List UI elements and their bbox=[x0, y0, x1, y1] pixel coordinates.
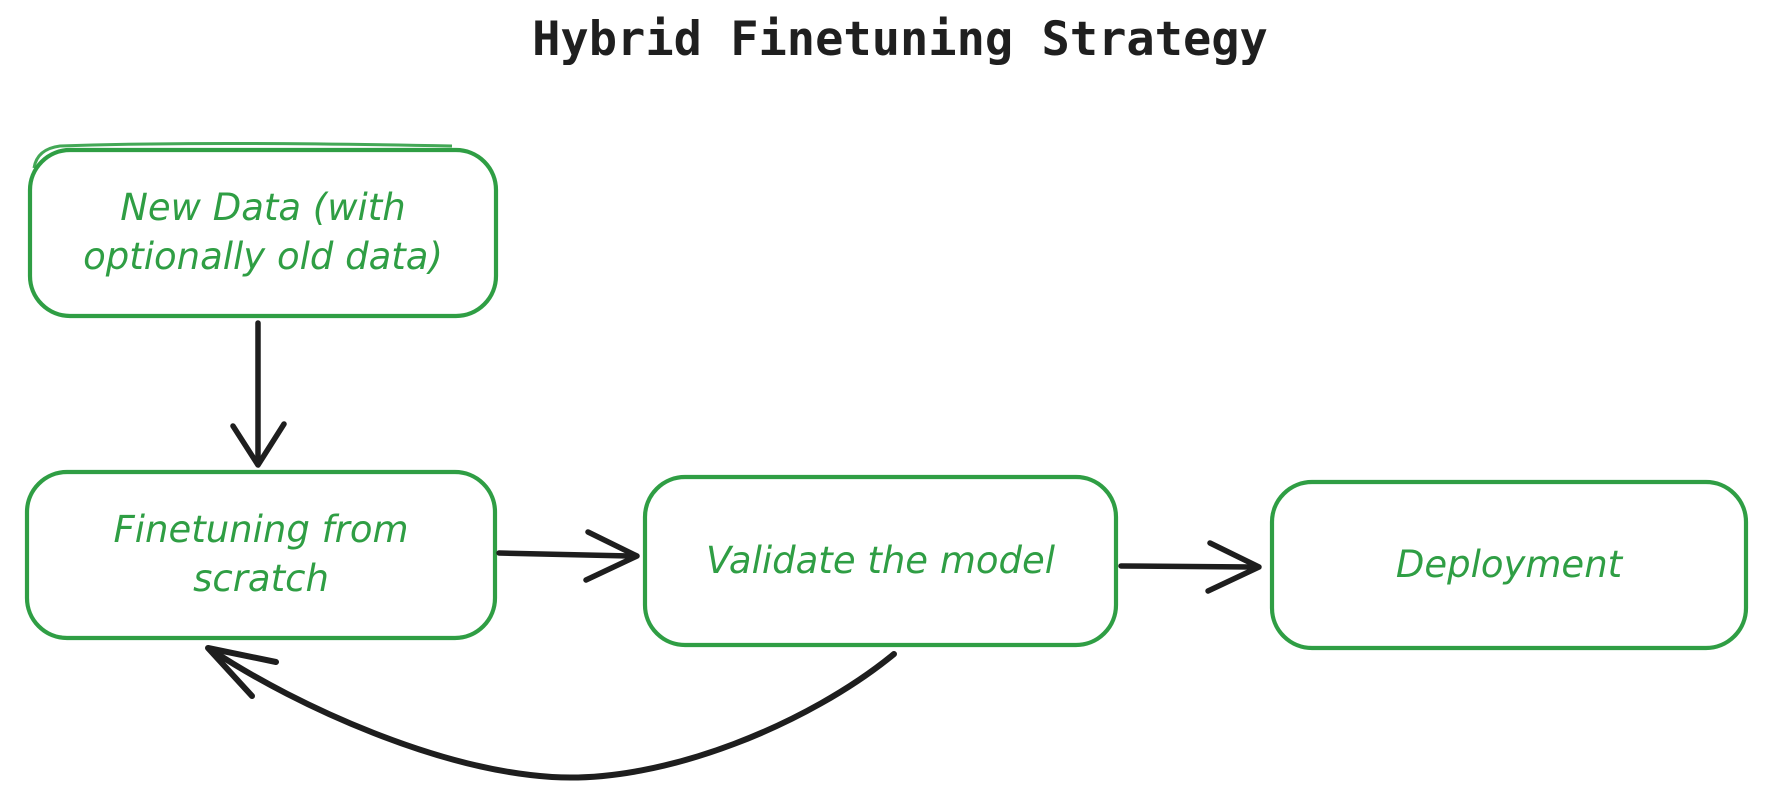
arrow-validate-feedback-to-finetuning bbox=[205, 645, 897, 781]
node-new-data-box bbox=[27, 147, 499, 319]
node-deployment-box bbox=[1269, 479, 1749, 651]
arrow-validate-to-deployment bbox=[1118, 540, 1262, 594]
arrow-head bbox=[230, 421, 287, 468]
node-finetuning-box bbox=[24, 469, 498, 641]
arrow-shaft bbox=[210, 648, 897, 781]
arrow-head bbox=[1205, 540, 1262, 594]
arrow-shaft bbox=[496, 550, 633, 559]
arrow-shaft bbox=[1118, 563, 1255, 570]
diagram-title: Hybrid Finetuning Strategy bbox=[532, 12, 1268, 67]
node-validate-box bbox=[642, 474, 1119, 648]
arrow-head bbox=[205, 645, 279, 699]
arrow-finetuning-to-validate bbox=[496, 529, 640, 583]
node-new-data-box-sketch-stroke bbox=[32, 142, 453, 169]
arrow-head bbox=[583, 529, 640, 583]
arrow-new-data-to-finetuning bbox=[230, 320, 287, 468]
